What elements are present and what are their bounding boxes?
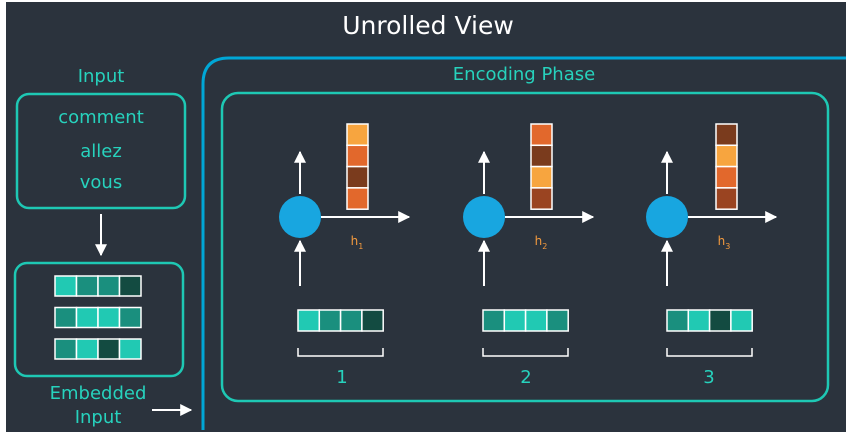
hidden-state-vector: [346, 123, 369, 210]
input-vector-cell: [297, 309, 321, 332]
input-vector-cell: [524, 309, 548, 332]
input-vector-cell: [730, 309, 753, 332]
encoding-step-1: h11: [279, 123, 411, 388]
encoding-step-3: h33: [646, 123, 778, 388]
hidden-state-cell: [530, 165, 553, 189]
input-vector-cell: [482, 309, 506, 332]
embedded-input-box: [13, 261, 185, 378]
timestep-number: 1: [336, 367, 347, 388]
embedding-vector: [54, 306, 142, 329]
embedding-cell: [54, 306, 78, 329]
hidden-state-cell: [715, 187, 738, 210]
hidden-state-cell: [346, 144, 369, 168]
embedded-input-label-line1: Embedded: [50, 383, 147, 404]
hidden-state-subscript: 3: [725, 242, 730, 251]
embedding-vector: [54, 338, 142, 360]
input-vector: [482, 309, 569, 332]
hidden-state-cell: [715, 165, 738, 189]
embedding-cell: [97, 306, 121, 329]
input-word-allez: allez: [80, 141, 122, 162]
input-label: Input: [78, 66, 125, 87]
input-vector-cell: [666, 309, 690, 332]
timestep-bracket: [482, 348, 569, 357]
input-vector-cell: [339, 309, 363, 332]
hidden-state-cell: [530, 123, 553, 147]
embedding-cell: [75, 306, 99, 329]
hidden-state-cell: [715, 144, 738, 168]
input-word-vous: vous: [80, 172, 122, 193]
hidden-state-label: h2: [535, 234, 548, 251]
hidden-state-cell: [530, 187, 553, 210]
embedded-input-label-line2: Input: [75, 407, 122, 428]
input-vector-cell: [318, 309, 342, 332]
hidden-state-subscript: 1: [358, 242, 363, 251]
hidden-state-subscript: 2: [542, 242, 547, 251]
input-vector: [297, 309, 384, 332]
input-vector-cell: [503, 309, 527, 332]
input-vector-cell: [546, 309, 569, 332]
input-vector-cell: [708, 309, 732, 332]
rnn-node: [463, 196, 505, 238]
timestep-number: 3: [703, 367, 714, 388]
hidden-state-vector: [715, 123, 738, 210]
unrolled-frame: [201, 56, 846, 430]
hidden-state-cell: [346, 123, 369, 147]
hidden-state-cell: [346, 187, 369, 210]
rnn-node: [646, 196, 688, 238]
timestep-number: 2: [520, 367, 531, 388]
hidden-state-letter: h: [535, 234, 543, 248]
input-word-comment: comment: [58, 107, 144, 128]
embedding-cell: [75, 338, 99, 360]
hidden-state-cell: [530, 144, 553, 168]
embedding-cell: [54, 338, 78, 360]
input-vector: [666, 309, 753, 332]
embedding-cell: [75, 275, 99, 297]
timestep-bracket: [666, 348, 753, 357]
embedding-cell: [97, 338, 121, 360]
embedding-vector: [54, 275, 142, 297]
input-box: [15, 92, 187, 210]
hidden-state-letter: h: [718, 234, 726, 248]
hidden-state-cell: [346, 165, 369, 189]
embedding-cell: [118, 275, 142, 297]
rnn-node: [279, 196, 321, 238]
hidden-state-vector: [530, 123, 553, 210]
timestep-bracket: [297, 348, 384, 357]
encoding-phase-box: [220, 91, 830, 403]
input-vector-cell: [687, 309, 711, 332]
embedding-cell: [118, 306, 142, 329]
encoding-step-2: h22: [463, 123, 595, 388]
encoding-phase-label: Encoding Phase: [453, 64, 595, 85]
hidden-state-label: h3: [718, 234, 731, 251]
hidden-state-cell: [715, 123, 738, 147]
embedding-cell: [97, 275, 121, 297]
embedding-cell: [54, 275, 78, 297]
hidden-state-label: h1: [351, 234, 364, 251]
diagram-title: Unrolled View: [342, 11, 514, 40]
embedding-vectors: [54, 275, 142, 360]
input-vector-cell: [361, 309, 384, 332]
hidden-state-letter: h: [351, 234, 359, 248]
embedding-cell: [118, 338, 142, 360]
